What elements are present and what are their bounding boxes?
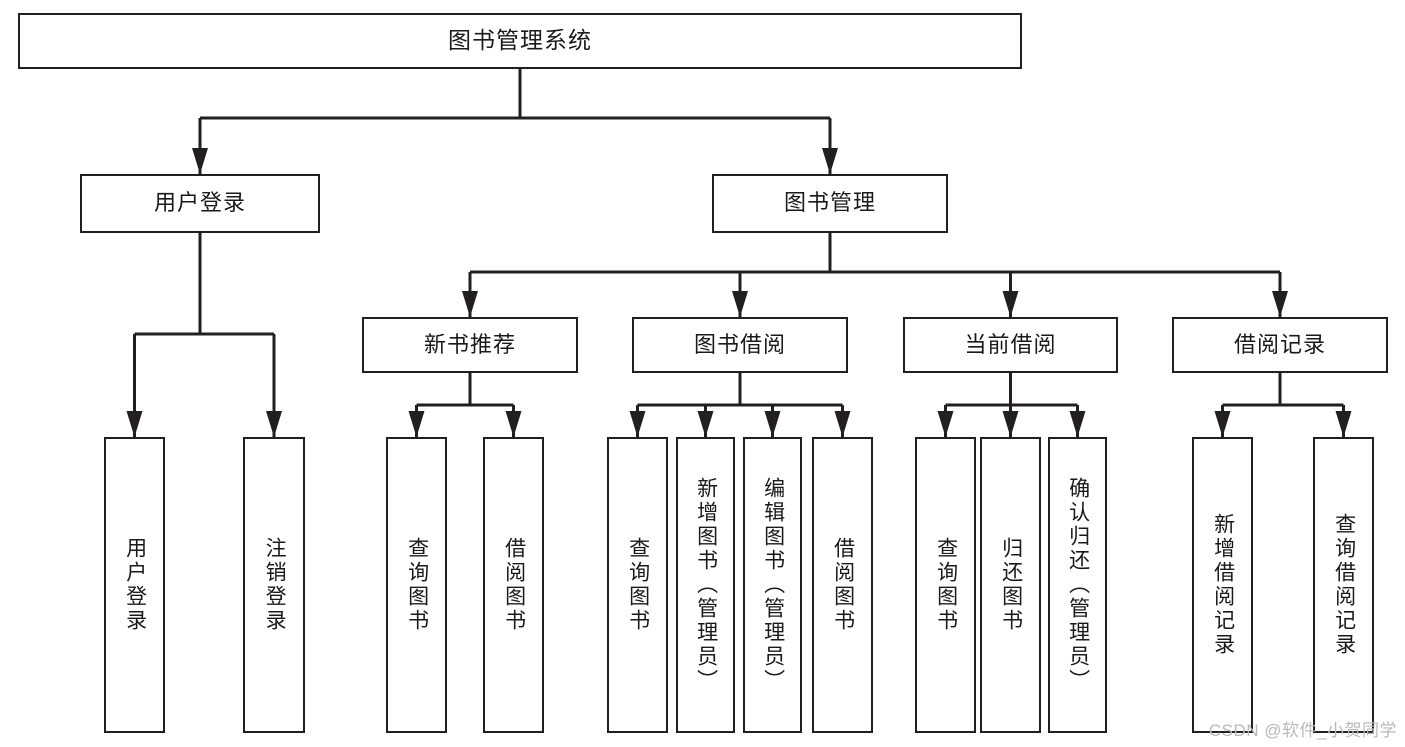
leaf-query-book-1[interactable]: 查询图书 (386, 437, 447, 733)
leaf-borrow-book-1[interactable]: 借阅图书 (483, 437, 544, 733)
node-label: 图书借阅 (693, 331, 786, 357)
leaf-add-book-admin[interactable]: 新增图书（管理员） (676, 437, 735, 733)
node-label: 借阅记录 (1233, 331, 1326, 357)
node-new-book-recommend[interactable]: 新书推荐 (362, 317, 578, 373)
leaf-query-borrow-record[interactable]: 查询借阅记录 (1313, 437, 1374, 733)
node-label: 注销登录 (263, 537, 287, 633)
node-label: 归还图书 (999, 537, 1023, 633)
node-label: 图书管理 (783, 190, 876, 216)
node-label: 图书管理系统 (448, 27, 592, 54)
node-label: 查询图书 (934, 537, 958, 633)
node-label: 编辑图书（管理员） (761, 477, 785, 693)
leaf-query-book-3[interactable]: 查询图书 (915, 437, 976, 733)
node-label: 用户登录 (153, 190, 246, 216)
node-user-login[interactable]: 用户登录 (80, 174, 320, 233)
node-label: 新增图书（管理员） (694, 477, 718, 693)
node-book-borrow[interactable]: 图书借阅 (632, 317, 848, 373)
node-current-borrow[interactable]: 当前借阅 (903, 317, 1118, 373)
node-label: 查询图书 (626, 537, 650, 633)
node-book-management[interactable]: 图书管理 (712, 174, 948, 233)
leaf-return-book[interactable]: 归还图书 (980, 437, 1041, 733)
leaf-edit-book-admin[interactable]: 编辑图书（管理员） (743, 437, 802, 733)
leaf-query-book-2[interactable]: 查询图书 (607, 437, 668, 733)
leaf-confirm-return-admin[interactable]: 确认归还（管理员） (1048, 437, 1107, 733)
leaf-user-login[interactable]: 用户登录 (104, 437, 165, 733)
node-borrow-record[interactable]: 借阅记录 (1172, 317, 1388, 373)
node-label: 新增借阅记录 (1211, 513, 1235, 657)
node-label: 新书推荐 (423, 331, 516, 357)
leaf-add-borrow-record[interactable]: 新增借阅记录 (1192, 437, 1253, 733)
node-label: 借阅图书 (831, 537, 855, 633)
node-root-system[interactable]: 图书管理系统 (18, 13, 1022, 69)
leaf-logout[interactable]: 注销登录 (243, 437, 305, 733)
node-label: 确认归还（管理员） (1066, 477, 1090, 693)
node-label: 用户登录 (123, 537, 147, 633)
node-label: 查询借阅记录 (1332, 513, 1356, 657)
node-label: 查询图书 (405, 537, 429, 633)
watermark: CSDN @软件_小贺同学 (1208, 721, 1397, 740)
node-label: 借阅图书 (502, 537, 526, 633)
node-label: 当前借阅 (964, 331, 1057, 357)
leaf-borrow-book-2[interactable]: 借阅图书 (812, 437, 873, 733)
